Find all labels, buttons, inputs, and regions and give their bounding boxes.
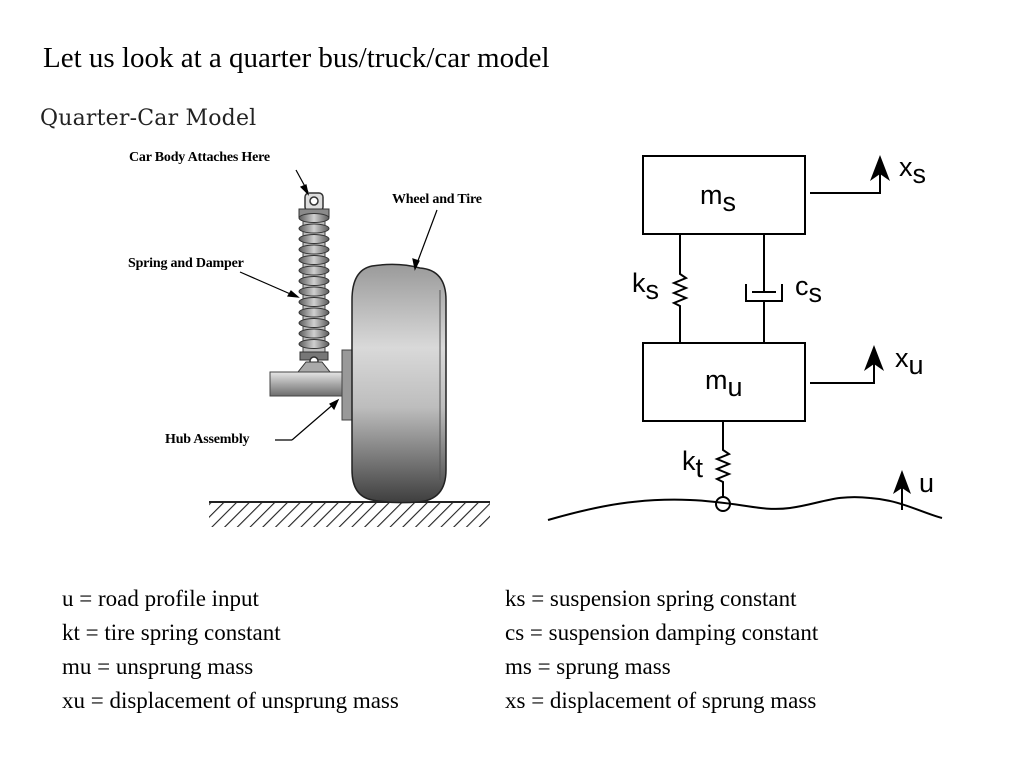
label-sprung-mass: ms	[700, 180, 736, 217]
definition-item: cs = suspension damping constant	[505, 620, 819, 645]
spring-coil	[298, 297, 330, 307]
ground-hatch	[209, 502, 490, 527]
suspension-damper	[745, 234, 783, 343]
slide-title: Let us look at a quarter bus/truck/car m…	[43, 42, 550, 74]
spring-coil	[298, 213, 330, 223]
label-spring-s: ks	[632, 268, 659, 305]
definitions-right: ks = suspension spring constant cs = sus…	[505, 582, 818, 718]
spring-coil	[298, 234, 330, 244]
spring-coil	[298, 276, 330, 286]
disp-s-arrow	[810, 166, 881, 194]
definition-item: kt = tire spring constant	[62, 620, 281, 645]
callout-spring-damper: Spring and Damper	[128, 256, 244, 271]
definition-item: xu = displacement of unsprung mass	[62, 688, 399, 713]
spring-coil	[298, 265, 330, 276]
label-disp-u: xu	[895, 343, 924, 380]
spring-coil	[298, 244, 330, 255]
tire-spring	[714, 421, 732, 497]
spring-coil	[298, 328, 330, 339]
definition-item: u = road profile input	[62, 586, 259, 611]
spring-coil	[298, 318, 330, 328]
spring-coil	[298, 286, 330, 297]
suspension-spring	[671, 234, 689, 343]
label-road-input: u	[919, 468, 934, 498]
definition-item: ks = suspension spring constant	[505, 586, 797, 611]
road-profile	[547, 496, 943, 521]
definition-item: mu = unsprung mass	[62, 654, 254, 679]
definition-item: ms = sprung mass	[505, 654, 671, 679]
spring-damper	[296, 213, 332, 373]
label-disp-s: xs	[899, 152, 926, 189]
label-damper-s: cs	[795, 271, 822, 308]
wheel-and-tire	[351, 263, 447, 504]
disp-u-arrow	[810, 355, 875, 384]
spring-coil	[298, 339, 330, 349]
spring-coil	[298, 307, 330, 318]
callout-body-attach: Car Body Attaches Here	[129, 150, 270, 165]
spring-coil	[298, 255, 330, 265]
label-unsprung-mass: mu	[705, 365, 743, 402]
callout-arrows	[239, 169, 438, 441]
figure-title: Quarter-Car Model	[40, 106, 257, 131]
definition-item: xs = displacement of sprung mass	[505, 688, 817, 713]
sprung-mass-box	[642, 155, 806, 235]
spring-coil	[298, 223, 330, 234]
label-spring-t: kt	[682, 446, 704, 483]
definitions-left: u = road profile input kt = tire spring …	[62, 582, 399, 718]
callout-wheel-tire: Wheel and Tire	[392, 192, 482, 207]
callout-hub: Hub Assembly	[165, 432, 250, 447]
